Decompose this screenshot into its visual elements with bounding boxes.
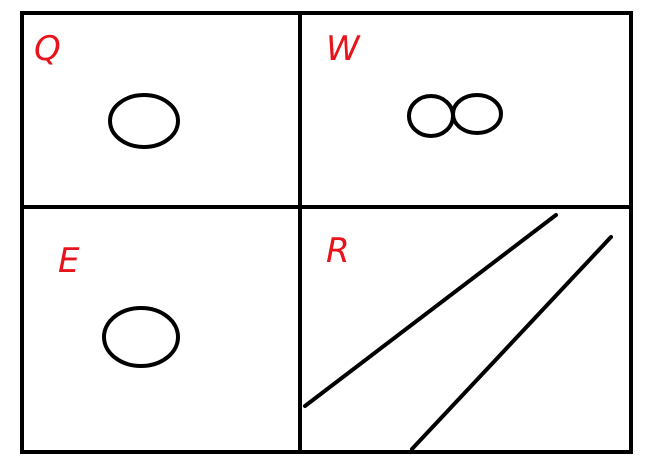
panel-label-e: E — [58, 241, 80, 281]
panel-r: R — [303, 213, 613, 451]
line-r-left — [303, 213, 558, 408]
circle-e — [102, 306, 180, 368]
outer-frame — [20, 11, 633, 454]
line-r-right — [410, 235, 613, 451]
circle-w-left — [407, 94, 455, 138]
circle-w-right — [451, 93, 503, 135]
panel-label-r: R — [326, 231, 350, 271]
panel-label-w: W — [326, 29, 361, 69]
panel-label-q: Q — [34, 29, 61, 69]
circle-q — [108, 93, 180, 149]
panel-e: E — [58, 241, 180, 368]
panel-w: W — [326, 29, 503, 138]
panel-q: Q — [34, 29, 180, 149]
